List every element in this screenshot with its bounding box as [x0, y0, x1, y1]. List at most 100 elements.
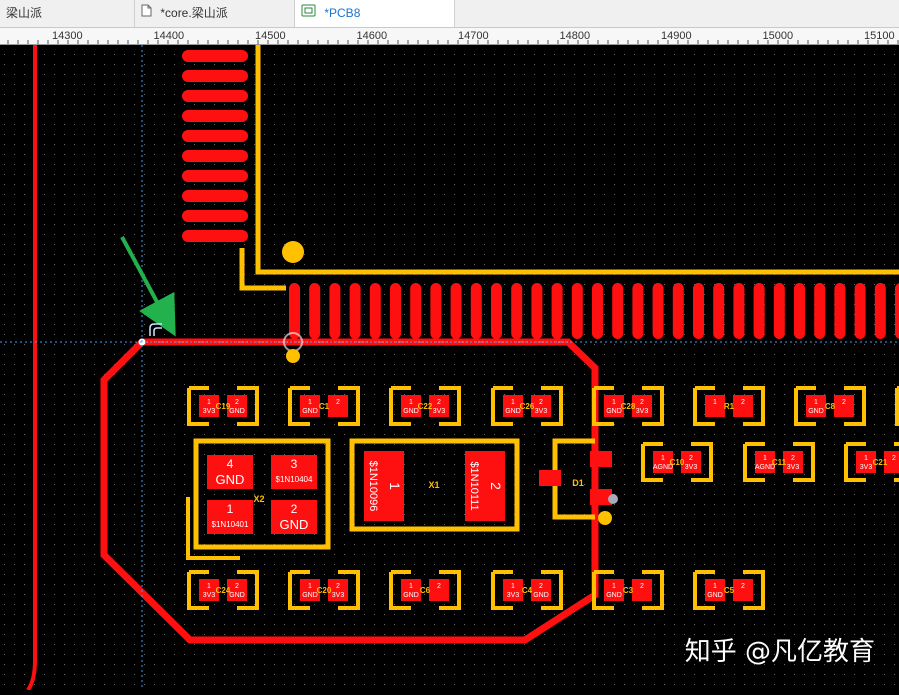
pad-number: 2: [437, 583, 441, 590]
pad-number: 1: [713, 399, 717, 406]
pad-net: GND: [280, 517, 309, 532]
pad-net: GND: [403, 592, 419, 599]
ruler-label: 14900: [661, 30, 692, 42]
pad-number: 1: [207, 583, 211, 590]
designator: C4: [522, 586, 533, 595]
pad-net: GND: [707, 592, 723, 599]
pad-number: 1: [814, 399, 818, 406]
capacitor-bottom: [592, 570, 664, 610]
ruler-label: 14400: [154, 30, 185, 42]
capacitor-edge: [895, 386, 899, 426]
pad-number: 1: [227, 502, 234, 516]
pad-number: 4: [227, 457, 234, 471]
pad-net: $1N10111: [468, 461, 480, 510]
pad-number: 1: [511, 583, 515, 590]
designator: C28: [621, 402, 636, 411]
pad-net: 3V3: [636, 408, 649, 415]
pad-net: 3V3: [433, 408, 446, 415]
pad-net: GND: [505, 408, 521, 415]
pad-net: 3V3: [203, 408, 216, 415]
capacitor-top: [389, 386, 461, 426]
capacitor-top: [491, 386, 563, 426]
pad-number: 2: [892, 455, 896, 462]
pad-number: 1: [612, 583, 616, 590]
pad-net: 3V3: [860, 464, 873, 471]
pad-number: 2: [336, 583, 340, 590]
designator: C8: [825, 402, 836, 411]
pad-number: 2: [640, 583, 644, 590]
pad-net: GND: [606, 592, 622, 599]
pad-net: $1N10096: [367, 461, 379, 512]
designator: C10: [670, 458, 685, 467]
designator: C3: [623, 586, 634, 595]
capacitor-top: [187, 386, 259, 426]
pad-net: 3V3: [787, 464, 800, 471]
pad-number: 1: [409, 583, 413, 590]
pad-number: 1: [713, 583, 717, 590]
designator: C6: [420, 586, 431, 595]
designator: C5: [724, 586, 735, 595]
pad-net: GND: [403, 408, 419, 415]
tab-schematic[interactable]: *core.梁山派: [135, 0, 295, 27]
pad-net: 3V3: [685, 464, 698, 471]
capacitor-top: [693, 386, 765, 426]
pad-number: 2: [741, 583, 745, 590]
ruler-label: 15100: [864, 30, 895, 42]
pad-net: GND: [216, 472, 245, 487]
pad-number: 2: [539, 583, 543, 590]
capacitor-bottom: [389, 570, 461, 610]
pad-number: 1: [511, 399, 515, 406]
capacitor-top: [794, 386, 866, 426]
designator: C26: [520, 402, 535, 411]
pad-net: GND: [533, 592, 549, 599]
designator: C21: [873, 458, 888, 467]
designator: C11: [772, 458, 787, 467]
ruler-label: 14300: [52, 30, 83, 42]
pad-number: 3: [291, 457, 298, 471]
capacitor-bottom: [187, 570, 259, 610]
capacitor-mid: [641, 442, 713, 482]
designator: D1: [572, 478, 584, 488]
pad-number: 1: [763, 455, 767, 462]
document-icon: [141, 0, 152, 27]
document-tab-bar: 梁山派 *core.梁山派 *PCB8: [0, 0, 899, 28]
pad-number: 2: [791, 455, 795, 462]
pad-number: 2: [235, 583, 239, 590]
capacitor-bottom: [288, 570, 360, 610]
capacitor-bottom: [693, 570, 765, 610]
tab-pcb[interactable]: *PCB8: [295, 0, 455, 27]
pad-number: 2: [689, 455, 693, 462]
pad-net: GND: [606, 408, 622, 415]
pad-net: $1N10401: [212, 520, 249, 529]
pad-net: $1N10404: [276, 475, 313, 484]
pad-number: 1: [207, 399, 211, 406]
pad-net: 3V3: [332, 592, 345, 599]
pad-number: 2: [235, 399, 239, 406]
tab-project[interactable]: 梁山派: [0, 0, 135, 27]
capacitor-bottom: [491, 570, 563, 610]
ruler-label: 15000: [763, 30, 794, 42]
designator: R1: [724, 402, 735, 411]
ruler-label: 14500: [255, 30, 286, 42]
designator: C19: [216, 402, 231, 411]
pad-number: 1: [308, 399, 312, 406]
capacitor-layer: [187, 386, 899, 610]
pad-number: 2: [741, 399, 745, 406]
pad-net: 3V3: [507, 592, 520, 599]
designator: C24: [216, 586, 231, 595]
designator: C20: [317, 586, 332, 595]
capacitor-mid: [743, 442, 815, 482]
capacitor-mid: [844, 442, 899, 482]
pad-number: 2: [437, 399, 441, 406]
pad-net: GND: [229, 592, 245, 599]
tab-label: *core.梁山派: [160, 6, 228, 20]
pad-number: 2: [640, 399, 644, 406]
ruler-label: 14600: [357, 30, 388, 42]
pad-net: GND: [808, 408, 824, 415]
pad-number: 1: [612, 399, 616, 406]
capacitor-top: [288, 386, 360, 426]
ruler-label: 14700: [458, 30, 489, 42]
